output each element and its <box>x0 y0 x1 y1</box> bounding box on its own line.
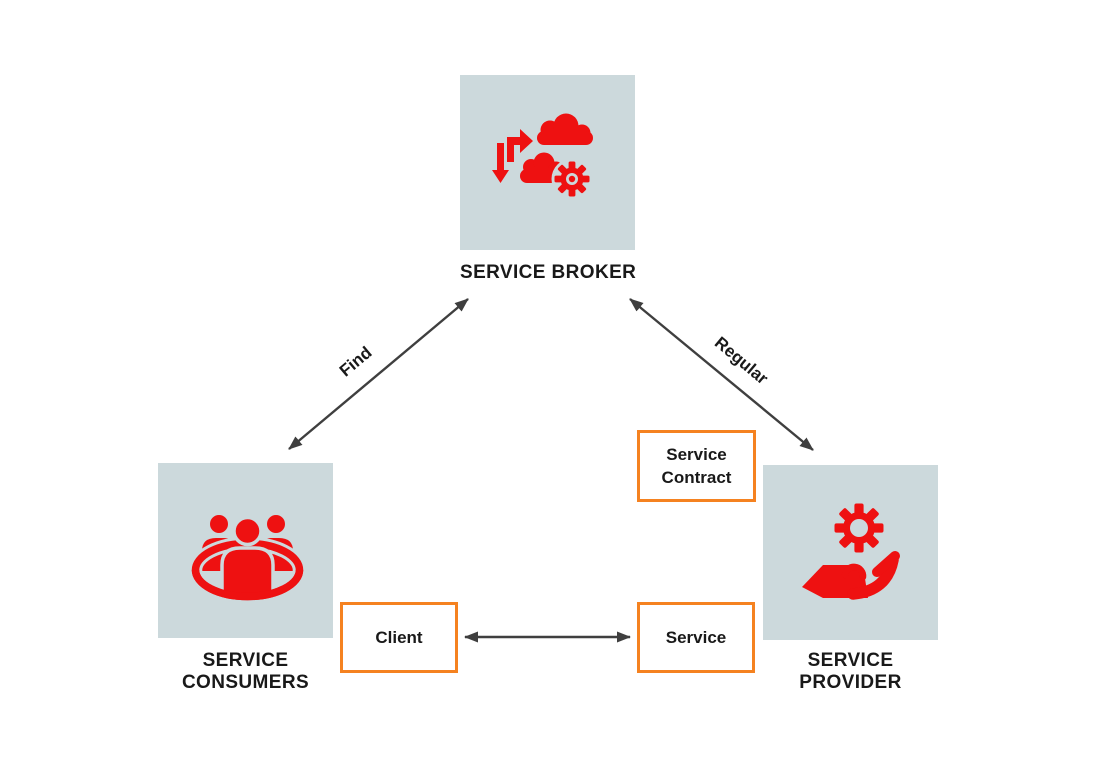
service-broker-tile <box>460 75 635 250</box>
service-provider-label: SERVICE PROVIDER <box>738 650 963 694</box>
service-provider-label-line2: PROVIDER <box>799 672 902 693</box>
hand-holding-gear-icon <box>802 503 900 600</box>
client-label: Client <box>375 628 423 647</box>
service-contract-label-line1: Service <box>666 445 727 464</box>
service-consumers-label: SERVICE CONSUMERS <box>133 650 358 694</box>
service-label: Service <box>665 628 727 647</box>
service-box: Service <box>637 602 755 673</box>
client-box: Client <box>340 602 458 673</box>
cloud-transfer-gear-icon <box>492 113 593 200</box>
service-broker-label: SERVICE BROKER <box>460 262 637 283</box>
service-provider-label-line1: SERVICE <box>807 650 894 671</box>
service-contract-box: Service Contract <box>637 430 756 502</box>
service-consumers-label-line2: CONSUMERS <box>181 672 310 693</box>
edge-regular <box>629 298 814 451</box>
service-consumers-label-line1: SERVICE <box>202 650 289 671</box>
service-provider-tile <box>763 465 938 640</box>
edge-find <box>288 298 469 450</box>
people-group-icon <box>188 512 307 604</box>
service-consumers-tile <box>158 463 333 638</box>
service-contract-label-line2: Contract <box>661 468 732 487</box>
